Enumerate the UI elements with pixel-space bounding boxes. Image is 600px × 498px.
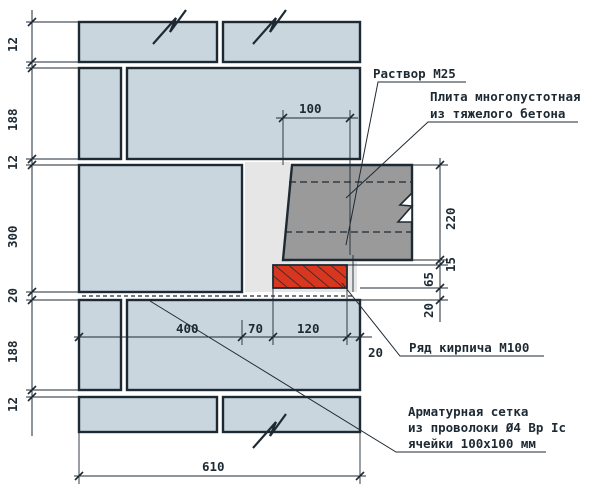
dim-horiz-120: 120 — [297, 321, 320, 336]
dim-left-12-bot: 12 — [5, 397, 20, 412]
dimension-tick — [435, 255, 445, 265]
dim-right-15: 15 — [443, 257, 458, 272]
block-row2-left — [77, 66, 123, 161]
label-mortar: Раствор М25 — [373, 66, 456, 81]
dimension-tick — [237, 332, 247, 342]
block-top-right — [221, 20, 362, 64]
leader-brick-row — [341, 282, 544, 357]
dimension-tick — [268, 332, 278, 342]
dim-total-610: 610 — [202, 459, 225, 474]
dimension-tick — [27, 17, 37, 27]
label-mesh-line1: Арматурная сетка — [408, 404, 528, 419]
dim-horiz-20: 20 — [368, 345, 383, 360]
dimension-tick — [27, 295, 37, 305]
block-row4-left — [77, 298, 123, 392]
dim-left-20: 20 — [5, 288, 20, 303]
dimension-tick — [27, 287, 37, 297]
dimension-tick — [27, 392, 37, 402]
dimension-tick — [27, 154, 37, 164]
block-row4-right — [125, 298, 362, 392]
dimension-tick — [345, 113, 355, 123]
dim-horiz-70: 70 — [248, 321, 263, 336]
break-mark-bottom — [252, 413, 287, 449]
dimension-tick — [355, 332, 365, 342]
leader-mesh — [149, 300, 546, 453]
label-brick-row: Ряд кирпича М100 — [409, 340, 529, 355]
dim-left-188-top: 188 — [5, 108, 20, 131]
dim-slab-220: 220 — [443, 207, 458, 230]
label-slab-line2: из тяжелого бетона — [430, 106, 565, 121]
label-slab-line1: Плита многопустотная — [430, 89, 581, 104]
block-top-left — [77, 20, 219, 64]
block-bottom-right — [221, 395, 362, 434]
dimension-tick — [27, 57, 37, 67]
label-mesh-line3: ячейки 100х100 мм — [408, 436, 536, 451]
dim-horiz-400: 400 — [176, 321, 199, 336]
dim-right-20: 20 — [421, 303, 436, 318]
brick-row — [272, 264, 348, 289]
block-row3-large — [77, 163, 244, 294]
dimension-tick — [342, 332, 352, 342]
dimension-tick — [27, 160, 37, 170]
block-bottom-left — [77, 395, 219, 434]
dimension-tick — [74, 332, 84, 342]
dimension-tick — [355, 471, 365, 481]
break-mark-top-left — [152, 9, 187, 45]
dim-slab-bearing-100: 100 — [299, 101, 322, 116]
dim-left-12-top: 12 — [5, 37, 20, 52]
break-mark-top-right — [252, 9, 287, 45]
label-mesh-line2: из проволоки Ø4 Вр Iс — [408, 420, 566, 435]
dimension-tick — [278, 113, 288, 123]
dim-right-65: 65 — [421, 272, 436, 287]
dimension-tick — [435, 160, 445, 170]
dim-left-12-mid: 12 — [5, 155, 20, 170]
block-row2-right — [125, 66, 362, 161]
hollow-core-slab — [281, 163, 414, 262]
leader-mortar — [345, 81, 466, 246]
dimension-tick — [27, 385, 37, 395]
dim-left-300: 300 — [5, 225, 20, 248]
leader-slab — [345, 121, 578, 199]
dimension-tick — [27, 63, 37, 73]
dim-left-188-bot: 188 — [5, 340, 20, 363]
dimension-tick — [435, 260, 445, 270]
dimension-tick — [435, 295, 445, 305]
slab-break-notch — [396, 191, 414, 223]
dimension-tick — [435, 283, 445, 293]
dimension-tick — [74, 471, 84, 481]
